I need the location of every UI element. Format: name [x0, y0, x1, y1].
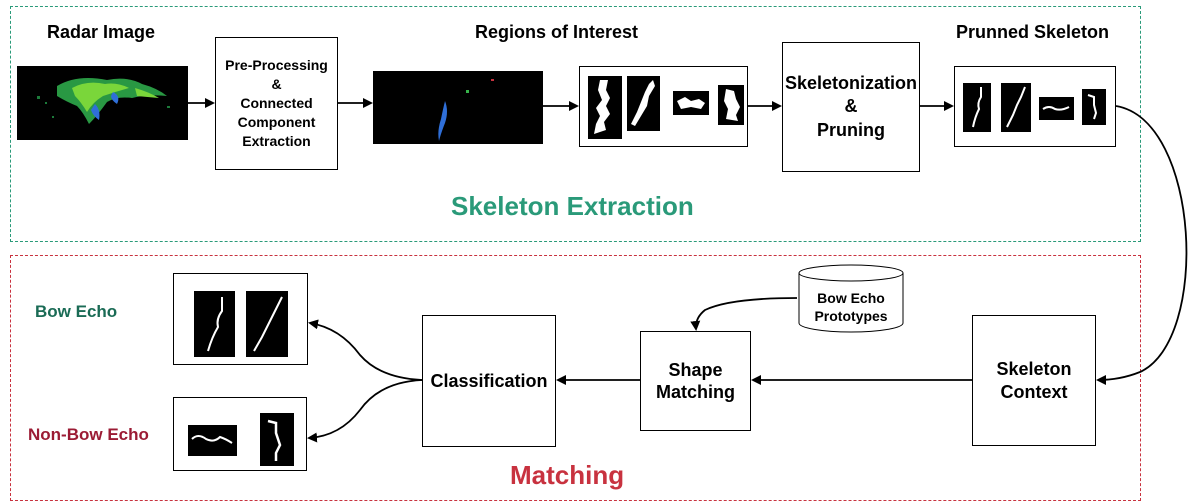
classification-box: Classification	[422, 315, 556, 447]
pruned-thumb-1	[963, 83, 991, 132]
non-bow-echo-thumbnails	[173, 397, 307, 471]
database-cylinder-icon	[798, 264, 904, 333]
bow-thumb-1	[194, 291, 235, 357]
radar-image	[17, 66, 188, 140]
non-bow-echo-label: Non-Bow Echo	[28, 425, 149, 444]
bow-echo-prototypes-label: Bow Echo Prototypes	[814, 290, 888, 325]
nonbow-thumb-1	[188, 425, 237, 456]
pruned-skeleton-thumbnails	[954, 66, 1116, 147]
pruned-thumb-2	[1001, 83, 1031, 132]
pruned-thumb-4	[1082, 89, 1106, 125]
nonbow-thumb-2	[260, 413, 294, 466]
roi-thumbnails	[579, 66, 748, 147]
roi-thumb-3	[673, 91, 709, 115]
matching-title: Matching	[510, 460, 625, 490]
shape-matching-box: Shape Matching	[640, 331, 751, 431]
skeleton-context-box: Skeleton Context	[972, 315, 1096, 446]
roi-thumb-1	[588, 76, 622, 139]
preprocessing-box: Pre-Processing & Connected Component Ext…	[215, 37, 338, 170]
bow-echo-thumbnails	[173, 273, 308, 365]
regions-of-interest-label: Regions of Interest	[475, 22, 639, 42]
roi-thumb-2	[627, 76, 660, 131]
prunned-skeleton-label: Prunned Skeleton	[956, 22, 1110, 42]
regions-of-interest-image	[373, 71, 543, 144]
pruned-thumb-3	[1039, 97, 1074, 120]
bow-thumb-2	[246, 291, 288, 357]
roi-thumb-4	[718, 85, 744, 125]
bow-echo-label: Bow Echo	[35, 302, 118, 321]
skeleton-extraction-title: Skeleton Extraction	[451, 191, 694, 221]
skeletonization-box: Skeletonization & Pruning	[782, 42, 920, 172]
radar-image-label: Radar Image	[47, 22, 156, 42]
